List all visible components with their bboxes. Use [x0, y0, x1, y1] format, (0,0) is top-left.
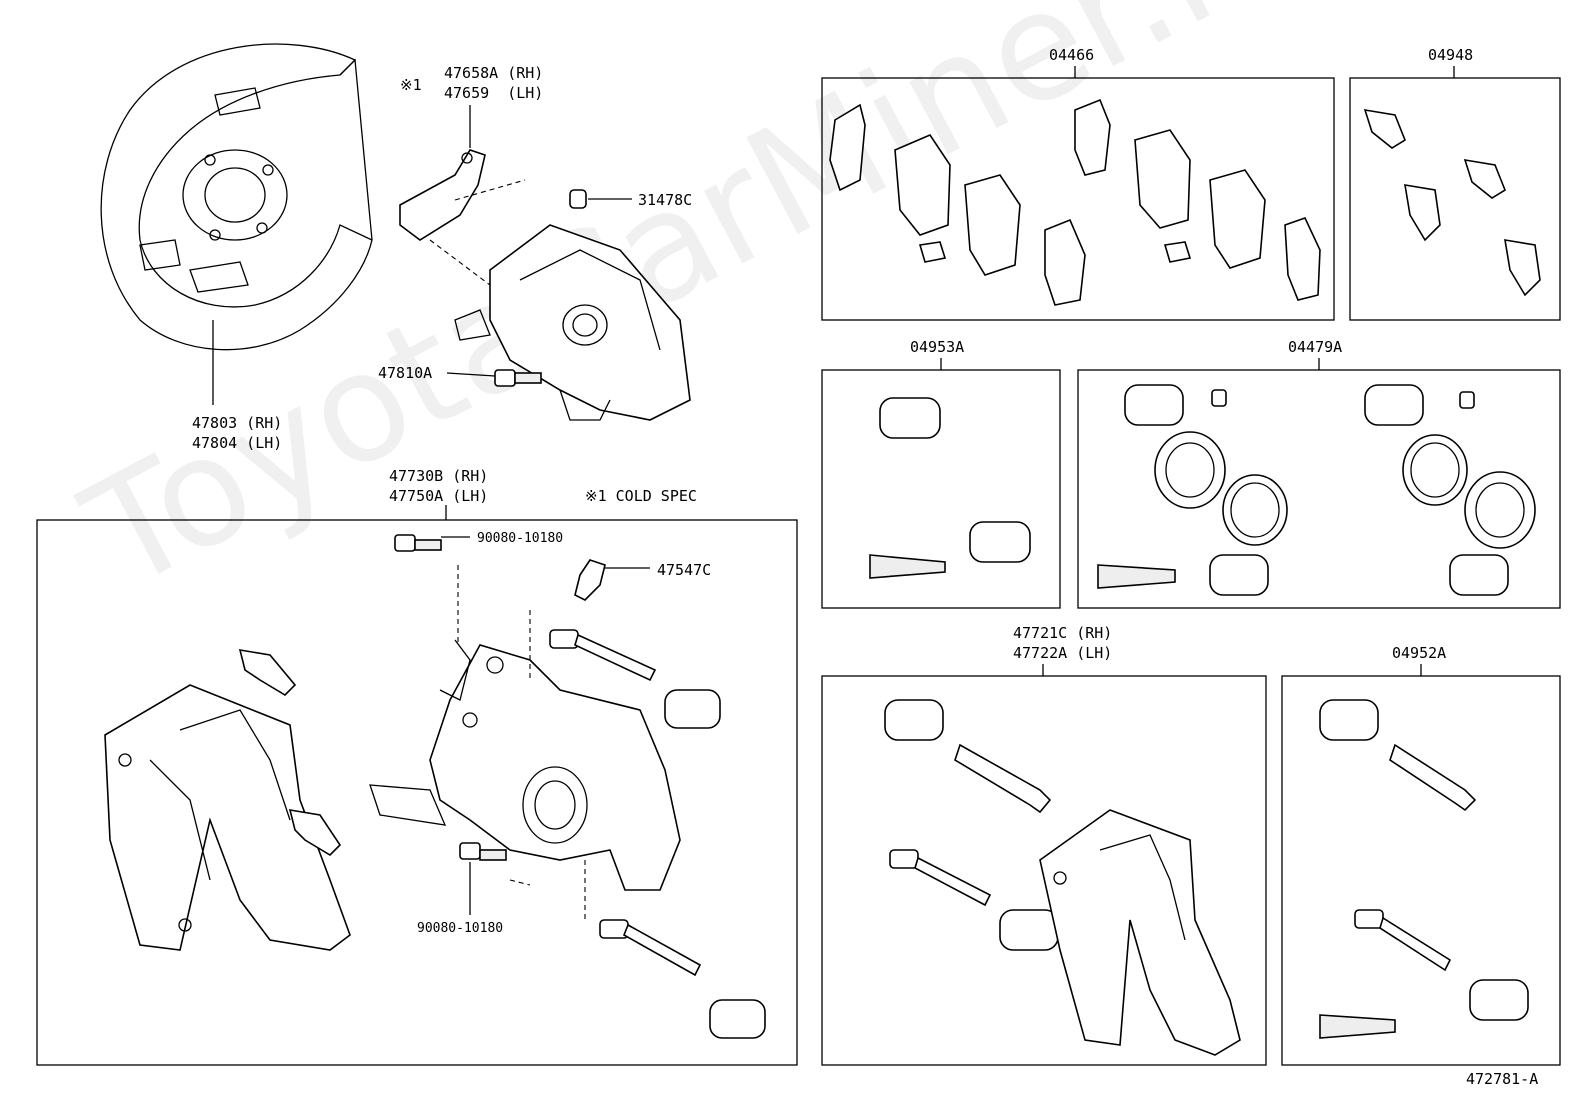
label-bracket-mark: ※1 [400, 76, 422, 94]
label-cap: 31478C [638, 191, 693, 209]
label-bolt-top: 47810A [378, 364, 433, 382]
label-mounting-rh: 47721C (RH) [1013, 624, 1113, 642]
torque-plate-drawing [104, 684, 351, 951]
label-bolt-upper: 90080-10180 [477, 531, 564, 546]
label-mounting-lh: 47722A (LH) [1013, 644, 1113, 662]
pads-drawing [829, 98, 1321, 306]
pad-kit-frame [821, 77, 1335, 321]
label-bracket-lh: 47659 (LH) [444, 84, 544, 102]
caliper-top-drawing [454, 224, 691, 421]
label-bolt-lower: 90080-10180 [417, 921, 504, 936]
label-cyl-kit: 04479A [1288, 338, 1343, 356]
boot-kit-a-drawing [869, 397, 1031, 579]
cyl-kit-drawing [1097, 384, 1536, 596]
label-caliper-lh: 47750A (LH) [389, 487, 489, 505]
label-bracket-rh: 47658A (RH) [444, 64, 544, 82]
label-pad-kit: 04466 [1049, 46, 1095, 64]
boot-kit-b-drawing [1319, 699, 1529, 1039]
label-dust-cover-rh: 47803 (RH) [192, 414, 283, 432]
bolt-upper-drawing [394, 534, 470, 645]
cap-drawing [569, 189, 632, 209]
label-boot-kit-b: 04952A [1392, 644, 1447, 662]
shim-kit-frame [1349, 77, 1561, 321]
bolt-lower-drawing [459, 842, 531, 915]
bleeder-drawing [574, 559, 650, 601]
shims-left-drawing [238, 649, 342, 857]
boots-caliper-drawing [664, 689, 766, 1039]
note-cold-spec: ※1 COLD SPEC [585, 487, 697, 505]
bolt-top-drawing [446, 369, 542, 387]
bracket-drawing [399, 105, 526, 301]
label-dust-cover-lh: 47804 (LH) [192, 434, 283, 452]
label-caliper-rh: 47730B (RH) [389, 467, 489, 485]
label-bleeder: 47547C [657, 561, 712, 579]
label-boot-kit-a: 04953A [910, 338, 965, 356]
guide-pins-drawing [529, 610, 702, 977]
shims-drawing [1363, 108, 1541, 297]
caliper-body-drawing [369, 639, 681, 891]
mounting-drawing [884, 699, 1241, 1056]
diagram-id: 472781-A [1466, 1070, 1539, 1088]
label-shim-kit: 04948 [1428, 46, 1474, 64]
caliper-assembly-frame [36, 519, 798, 1066]
dust-cover-drawing [100, 43, 373, 405]
mounting-frame [821, 675, 1267, 1066]
